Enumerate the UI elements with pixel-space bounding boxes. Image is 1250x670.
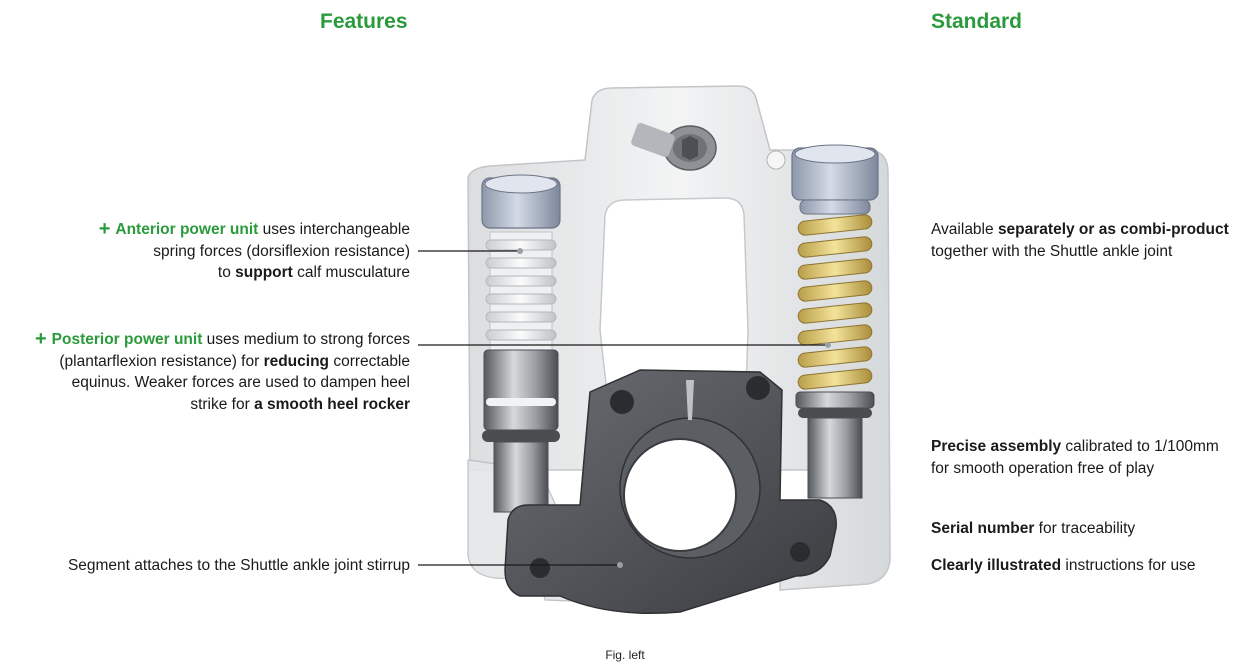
posterior-lead: Posterior power unit [51, 331, 203, 348]
anterior-text-1: uses interchangeable [258, 221, 410, 238]
serial-rest: for traceability [1034, 520, 1136, 537]
anterior-text-3b: support [235, 264, 293, 281]
anterior-lead: Anterior power unit [115, 221, 259, 238]
standard-instructions: Clearly illustrated instructions for use [931, 555, 1250, 577]
housing-window [599, 197, 749, 421]
features-heading: Features [320, 10, 408, 33]
instructions-bold: Clearly illustrated [931, 557, 1062, 574]
standard-availability: Available separately or as combi-product… [931, 219, 1250, 262]
posterior-text-2a: (plantarflexion resistance) for [59, 352, 264, 370]
availability-text-2: together with the Shuttle ankle joint [931, 242, 1173, 260]
availability-text-1b: separately or as combi-product [997, 221, 1229, 238]
posterior-text-2c: correctable [329, 352, 410, 370]
posterior-text-2b: reducing [263, 352, 330, 370]
assembly-text-1b: calibrated to 1/100mm [1061, 438, 1219, 455]
standard-heading: Standard [931, 10, 1023, 33]
segment-text: Segment attaches to the Shuttle ankle jo… [67, 557, 410, 574]
figure-caption: Fig. left [605, 648, 645, 662]
instructions-rest: instructions for use [1061, 557, 1196, 574]
anterior-power-unit [481, 174, 561, 513]
plus-icon: + [98, 218, 111, 240]
top-screw-icon [631, 123, 717, 171]
posterior-power-unit [766, 144, 879, 499]
posterior-text-1: uses medium to strong forces [202, 331, 410, 348]
posterior-text-4a: strike for [190, 395, 255, 413]
feature-segment-attachment: Segment attaches to the Shuttle ankle jo… [0, 555, 410, 577]
posterior-text-4b: a smooth heel rocker [254, 395, 410, 413]
anterior-text-3c: calf musculature [292, 264, 410, 281]
plus-icon: + [34, 328, 47, 350]
standard-precise-assembly: Precise assembly calibrated to 1/100mm f… [931, 436, 1250, 479]
anterior-text-3a: to [217, 264, 236, 281]
serial-bold: Serial number [931, 520, 1035, 537]
feature-posterior-power-unit: +Posterior power unit uses medium to str… [0, 329, 410, 415]
assembly-text-2: for smooth operation free of play [931, 459, 1155, 477]
availability-text-1a: Available [931, 221, 998, 238]
feature-anterior-power-unit: +Anterior power unit uses interchangeabl… [30, 219, 410, 284]
posterior-text-3: equinus. Weaker forces are used to dampe… [71, 374, 410, 391]
assembly-text-1a: Precise assembly [931, 438, 1062, 455]
anterior-text-2: spring forces (dorsiflexion resistance) [153, 242, 410, 260]
standard-serial-number: Serial number for traceability [931, 518, 1250, 540]
stirrup-clamp [504, 369, 837, 614]
leader-lines [418, 248, 831, 568]
